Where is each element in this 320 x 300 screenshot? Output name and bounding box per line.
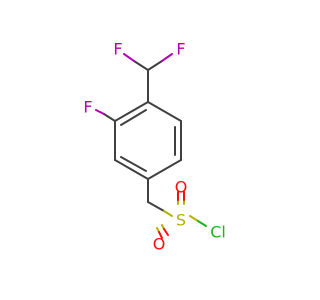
s-o-double-bond <box>163 228 169 236</box>
ring-bond <box>114 101 149 122</box>
ring-bond <box>147 159 182 180</box>
ring-bond <box>114 159 149 180</box>
ring-fluorine-group <box>95 109 116 122</box>
ring-f-bond <box>95 109 105 115</box>
s-cl-bond <box>197 220 207 227</box>
ring-bond <box>147 101 182 122</box>
ch2-s-bond <box>147 201 165 212</box>
c-f-bond <box>147 60 163 71</box>
s-cl-bond <box>189 215 199 222</box>
fluorine-label-right: F <box>176 40 185 59</box>
sulfur-label: S <box>176 211 186 230</box>
benzene-ring <box>114 101 182 180</box>
fluorine-label-left: F <box>113 40 122 59</box>
sulfonyl-chloride-group <box>147 178 207 239</box>
ring-double-bond <box>120 109 147 126</box>
s-o-double-bond <box>158 231 163 239</box>
oxygen-label-bottom: O <box>153 235 166 254</box>
c-f-bond <box>133 60 149 71</box>
c-f-bond <box>161 53 173 62</box>
ring-double-bond <box>120 156 147 172</box>
molecule-structure: F F F S O O Cl <box>83 40 226 254</box>
oxygen-label-top: O <box>175 178 188 197</box>
ch2-s-bond <box>163 210 173 217</box>
fluorine-label-ring: F <box>83 98 92 117</box>
difluoromethyl-group <box>123 53 173 103</box>
chlorine-label: Cl <box>210 223 226 242</box>
c-f-bond <box>123 53 135 62</box>
ring-f-bond <box>103 113 116 122</box>
